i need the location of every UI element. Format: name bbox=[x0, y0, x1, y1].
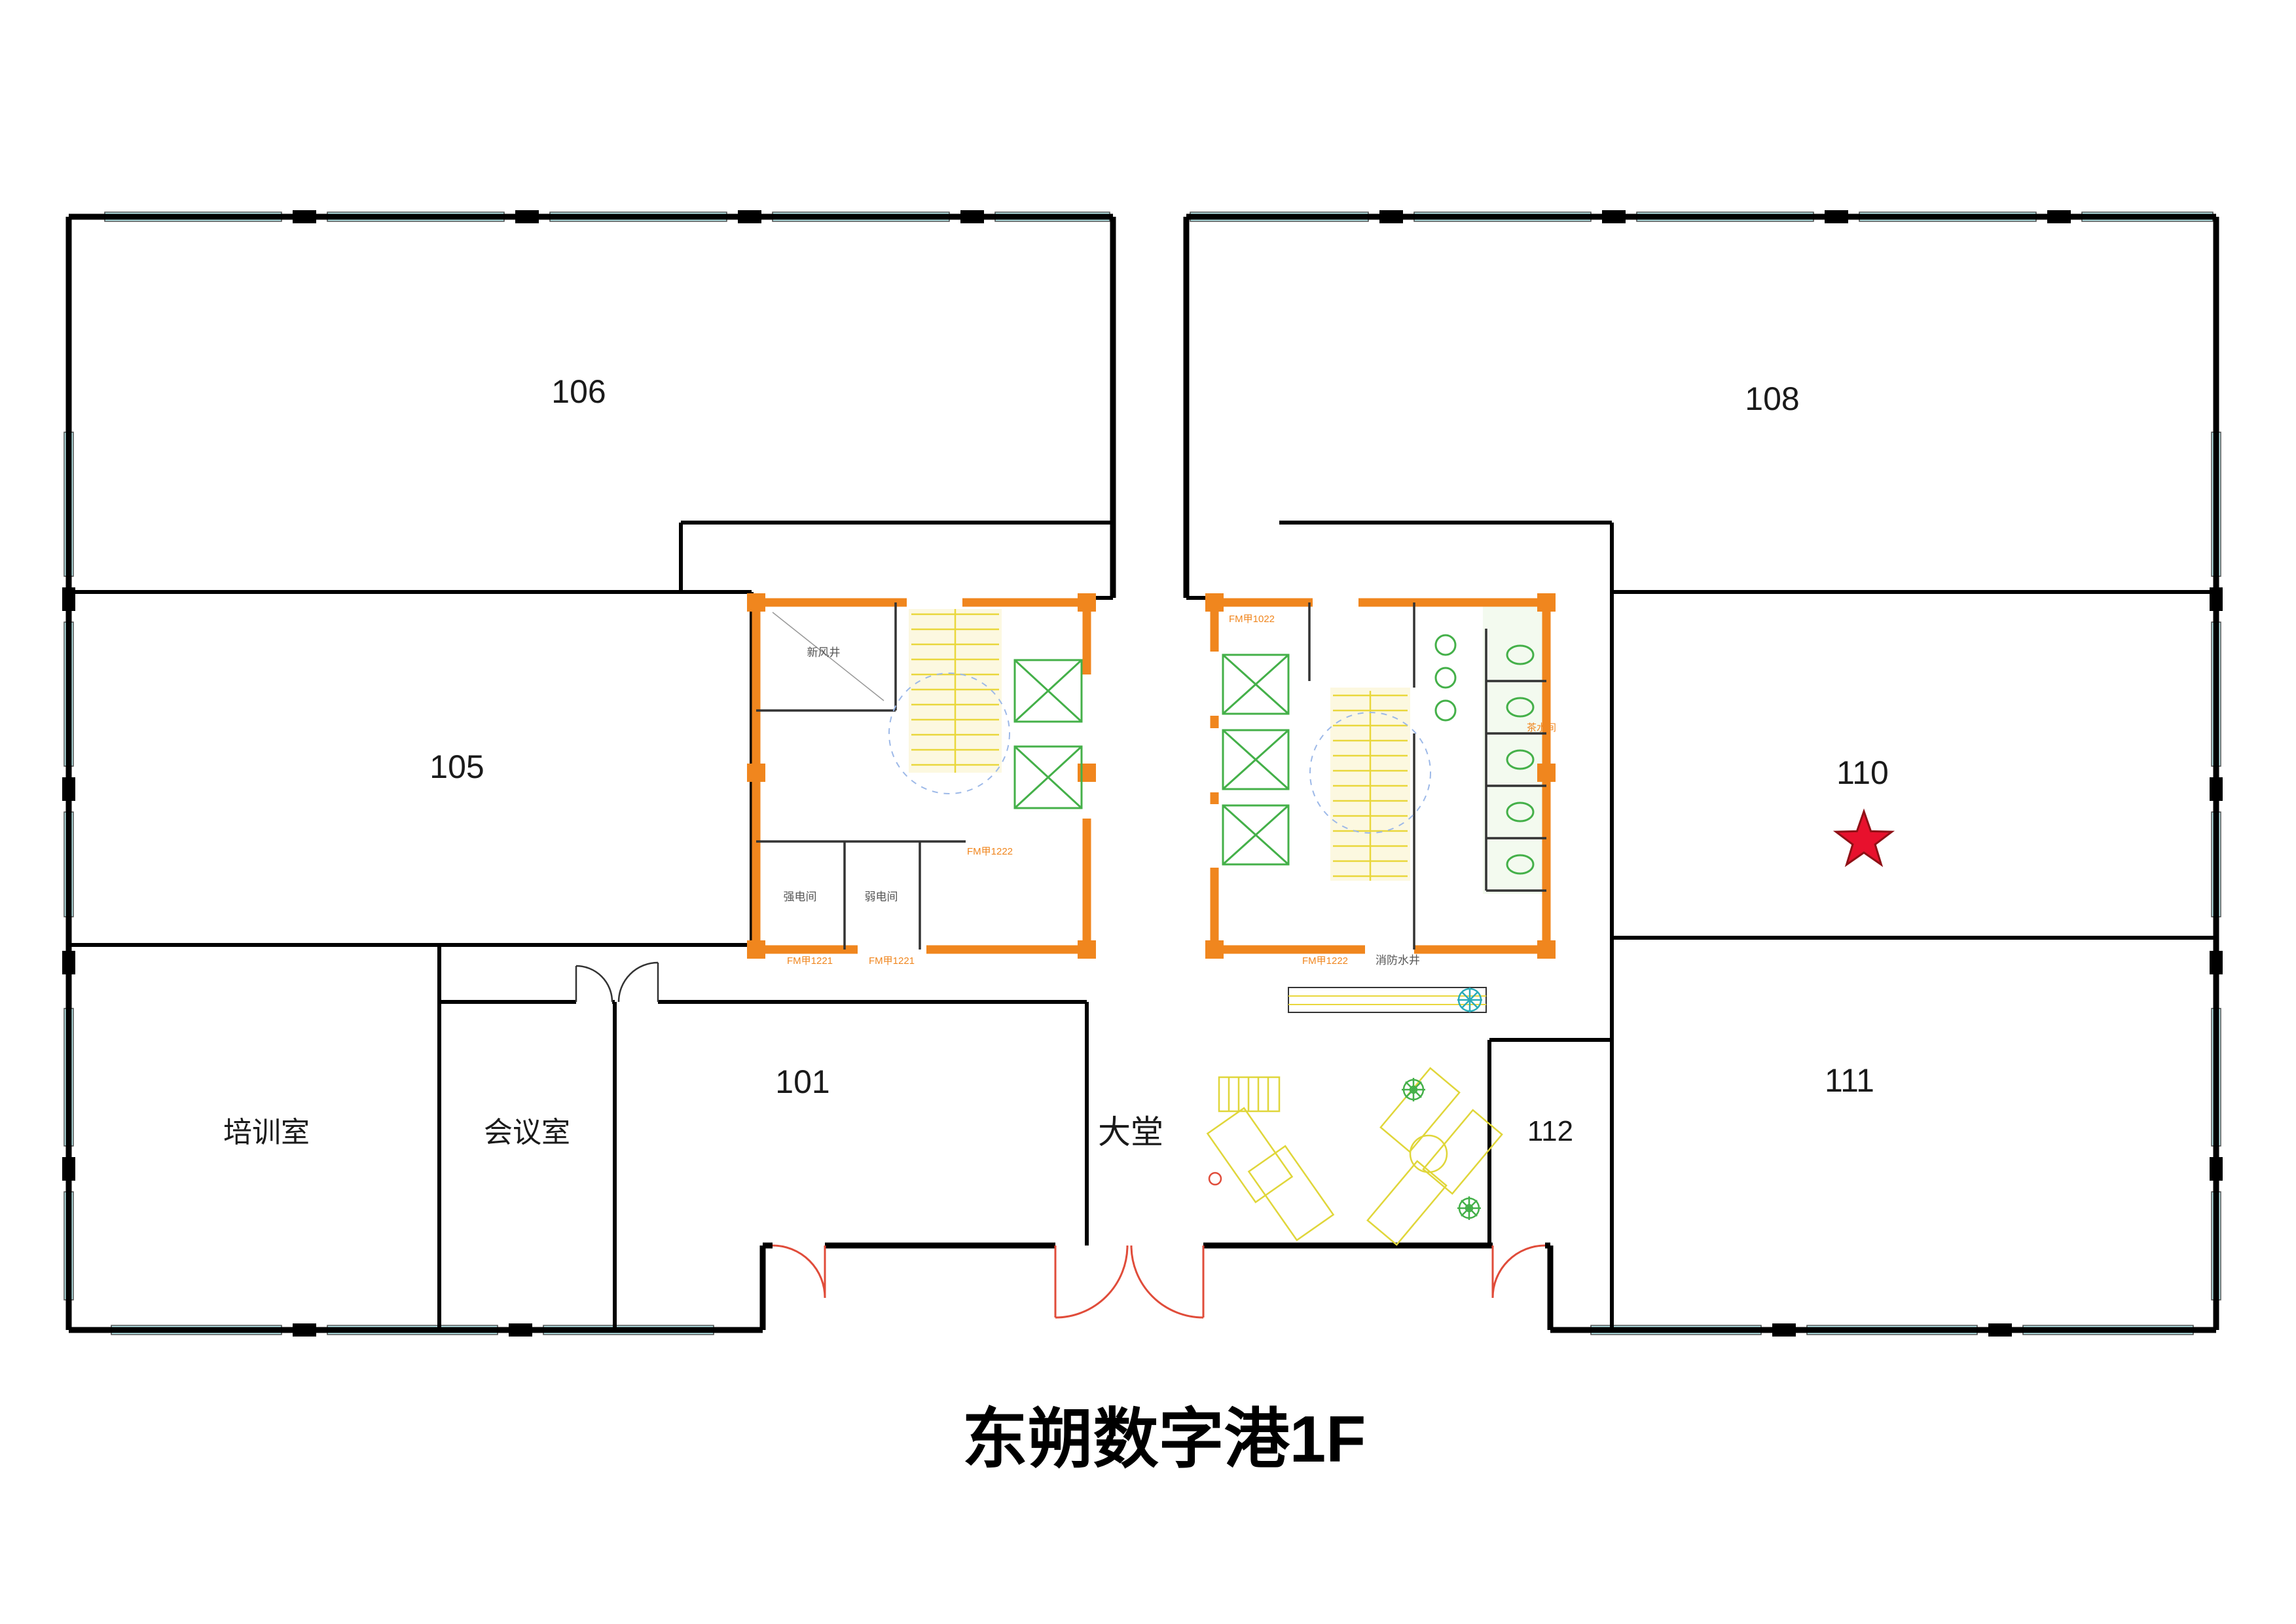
elevator-icon bbox=[1222, 804, 1290, 866]
left-core-columns bbox=[747, 593, 1096, 959]
lobby-label: 大堂 bbox=[1098, 1114, 1163, 1151]
room-111-label: 111 bbox=[1825, 1062, 1874, 1099]
toilet-icon bbox=[1506, 644, 1535, 665]
right-core: FM甲1022 茶水间 FM甲1222 消防水井 bbox=[1205, 593, 1556, 967]
left-core: 新风井 强电间 弱电间 FM甲1222 FM甲1221 FM甲1221 bbox=[747, 593, 1096, 967]
fan-icon bbox=[1457, 987, 1482, 1012]
right-stair-treads bbox=[1333, 691, 1408, 881]
room-101-label: 101 bbox=[775, 1063, 829, 1100]
weak-electric-label: 弱电间 bbox=[865, 891, 898, 903]
right-core-partitions bbox=[1308, 602, 1546, 950]
sink-icon bbox=[1434, 699, 1457, 722]
room-110-star-marker bbox=[1832, 808, 1895, 868]
fire-door-tag: FM甲1221 bbox=[869, 955, 915, 967]
sofa-icon bbox=[1379, 1067, 1461, 1153]
room-labels: 106 108 105 110 111 101 112 培训室 会议室 大堂 bbox=[223, 373, 1889, 1151]
left-elevators bbox=[1013, 659, 1083, 809]
sofa-icon bbox=[1366, 1160, 1448, 1246]
entrance-doors bbox=[772, 1244, 1546, 1319]
table-icon bbox=[1409, 1134, 1448, 1173]
fire-door-tag: FM甲1222 bbox=[967, 846, 1013, 857]
right-core-columns bbox=[1205, 593, 1556, 959]
main-entrance-door-icon bbox=[1054, 1245, 1205, 1319]
room-106-label: 106 bbox=[551, 373, 606, 410]
lobby-furniture bbox=[1206, 1067, 1503, 1246]
window-strips bbox=[64, 212, 2221, 1335]
fire-door-tag: FM甲1221 bbox=[787, 955, 833, 967]
extinguisher-icon bbox=[1208, 1172, 1222, 1186]
stair-sweep-icon bbox=[888, 673, 1010, 794]
room-101-door-icon bbox=[617, 961, 659, 1003]
stair-sweep-icon bbox=[1309, 712, 1431, 834]
reception-desk-icon bbox=[1206, 1107, 1294, 1204]
sink-icon bbox=[1434, 634, 1457, 656]
side-door-icon bbox=[1491, 1244, 1546, 1299]
strong-electric-label: 强电间 bbox=[784, 891, 817, 903]
toilet-icon bbox=[1506, 802, 1535, 822]
interior-doors bbox=[575, 961, 659, 1003]
fire-door-tag: FM甲1022 bbox=[1229, 614, 1275, 625]
side-door-icon bbox=[772, 1244, 826, 1299]
toilet-icon bbox=[1506, 697, 1535, 718]
wall-columns bbox=[62, 210, 2223, 1337]
toilet-icon bbox=[1506, 854, 1535, 875]
fire-door-tag: FM甲1222 bbox=[1302, 955, 1348, 967]
room-105-label: 105 bbox=[429, 748, 484, 785]
sofa-icon bbox=[1422, 1109, 1503, 1195]
room-108-label: 108 bbox=[1745, 380, 1799, 417]
right-elevators bbox=[1222, 654, 1290, 866]
sink-icon bbox=[1434, 667, 1457, 689]
exterior-walls bbox=[65, 213, 2219, 1333]
room-112-label: 112 bbox=[1527, 1115, 1573, 1147]
toilet-fixtures bbox=[1434, 634, 1535, 875]
reception-desk-icon bbox=[1247, 1145, 1335, 1242]
fresh-air-shaft-label: 新风井 bbox=[807, 646, 841, 659]
meeting-room-label: 会议室 bbox=[484, 1116, 570, 1149]
room-110-label: 110 bbox=[1836, 754, 1889, 791]
left-stair-treads bbox=[911, 609, 999, 773]
toilet-floor bbox=[1483, 606, 1545, 894]
elevator-icon bbox=[1222, 654, 1290, 715]
left-core-partitions bbox=[756, 602, 966, 950]
fire-water-well-label: 消防水井 bbox=[1376, 954, 1420, 967]
meeting-room-door-icon bbox=[575, 965, 613, 1003]
elevator-icon bbox=[1222, 729, 1290, 790]
floor-title: 东朔数字港1F bbox=[962, 1403, 1366, 1476]
plant-icon bbox=[1402, 1078, 1425, 1101]
elevator-icon bbox=[1013, 745, 1083, 809]
plant-icon bbox=[1457, 1196, 1481, 1220]
elevator-icon bbox=[1013, 659, 1083, 723]
toilet-icon bbox=[1506, 749, 1535, 770]
tea-room-label: 茶水间 bbox=[1527, 722, 1556, 733]
interior-walls bbox=[69, 521, 2216, 1330]
corridor-diffuser bbox=[1288, 987, 1487, 1013]
training-room-label: 培训室 bbox=[223, 1116, 310, 1149]
fresh-air-vent-icon bbox=[772, 612, 884, 701]
